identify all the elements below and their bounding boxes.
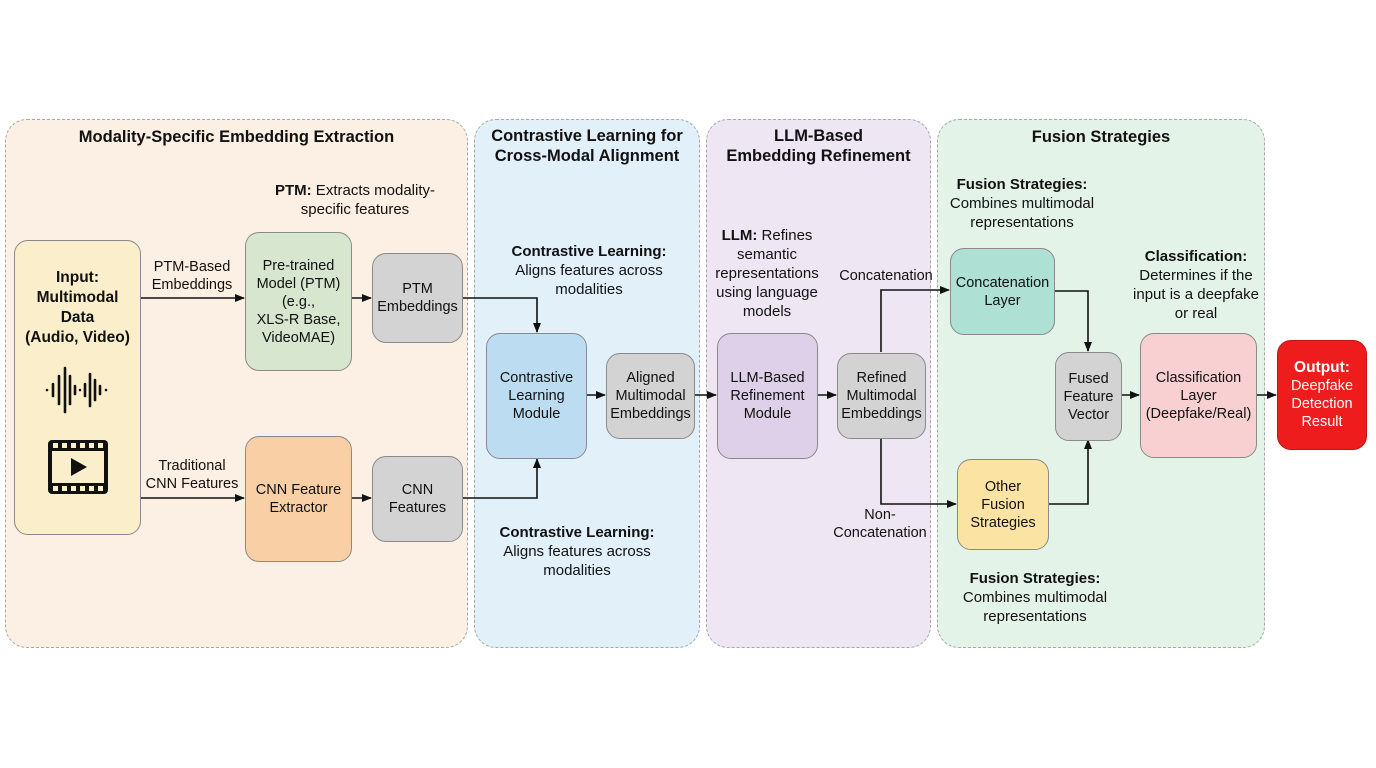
node-ptm-embeddings[interactable]: PTM Embeddings (372, 253, 463, 343)
video-play-icon (47, 440, 108, 494)
note-contrastive-top: Contrastive Learning: Aligns features ac… (511, 243, 667, 298)
note-fusion-top: Fusion Strategies: Combines multimodal r… (949, 176, 1095, 231)
node-aligned-embeddings[interactable]: Aligned Multimodal Embeddings (606, 353, 695, 439)
edge-label-non-concatenation: Non- Concatenation (833, 507, 927, 541)
note-ptm: PTM: Extracts modality- specific feature… (274, 182, 436, 218)
audio-waveform-icon (45, 366, 107, 414)
panel-title: Fusion Strategies (1031, 128, 1171, 146)
panel-title: Modality-Specific Embedding Extraction (78, 128, 395, 146)
node-fused-feature-vector[interactable]: Fused Feature Vector (1055, 352, 1122, 441)
panel-title: Contrastive Learning for Cross-Modal Ali… (491, 127, 683, 165)
note-llm: LLM: Refines semantic representations us… (715, 227, 819, 320)
node-other-fusion-strategies[interactable]: Other Fusion Strategies (957, 459, 1049, 550)
note-contrastive-bottom: Contrastive Learning: Aligns features ac… (499, 524, 655, 579)
node-output[interactable]: Output: Deepfake Detection Result (1277, 340, 1367, 450)
node-contrastive-module[interactable]: Contrastive Learning Module (486, 333, 587, 459)
note-fusion-bottom: Fusion Strategies: Combines multimodal r… (962, 570, 1108, 625)
edge-label-traditional-cnn: Traditional CNN Features (145, 458, 239, 492)
node-ptm-model[interactable]: Pre-trained Model (PTM) (e.g., XLS-R Bas… (245, 232, 352, 371)
node-input[interactable]: Input: Multimodal Data (Audio, Video) (14, 240, 141, 535)
edge-label-ptm-based: PTM-Based Embeddings (151, 259, 233, 293)
panel-title: LLM-Based Embedding Refinement (726, 127, 911, 165)
node-cnn-extractor[interactable]: CNN Feature Extractor (245, 436, 352, 562)
node-classification-layer[interactable]: Classification Layer (Deepfake/Real) (1140, 333, 1257, 458)
node-llm-module[interactable]: LLM-Based Refinement Module (717, 333, 818, 459)
node-cnn-features[interactable]: CNN Features (372, 456, 463, 542)
edge-label-concatenation: Concatenation (839, 268, 933, 284)
note-classification: Classification: Determines if the input … (1133, 248, 1259, 322)
node-refined-embeddings[interactable]: Refined Multimodal Embeddings (837, 353, 926, 439)
node-concatenation-layer[interactable]: Concatenation Layer (950, 248, 1055, 335)
